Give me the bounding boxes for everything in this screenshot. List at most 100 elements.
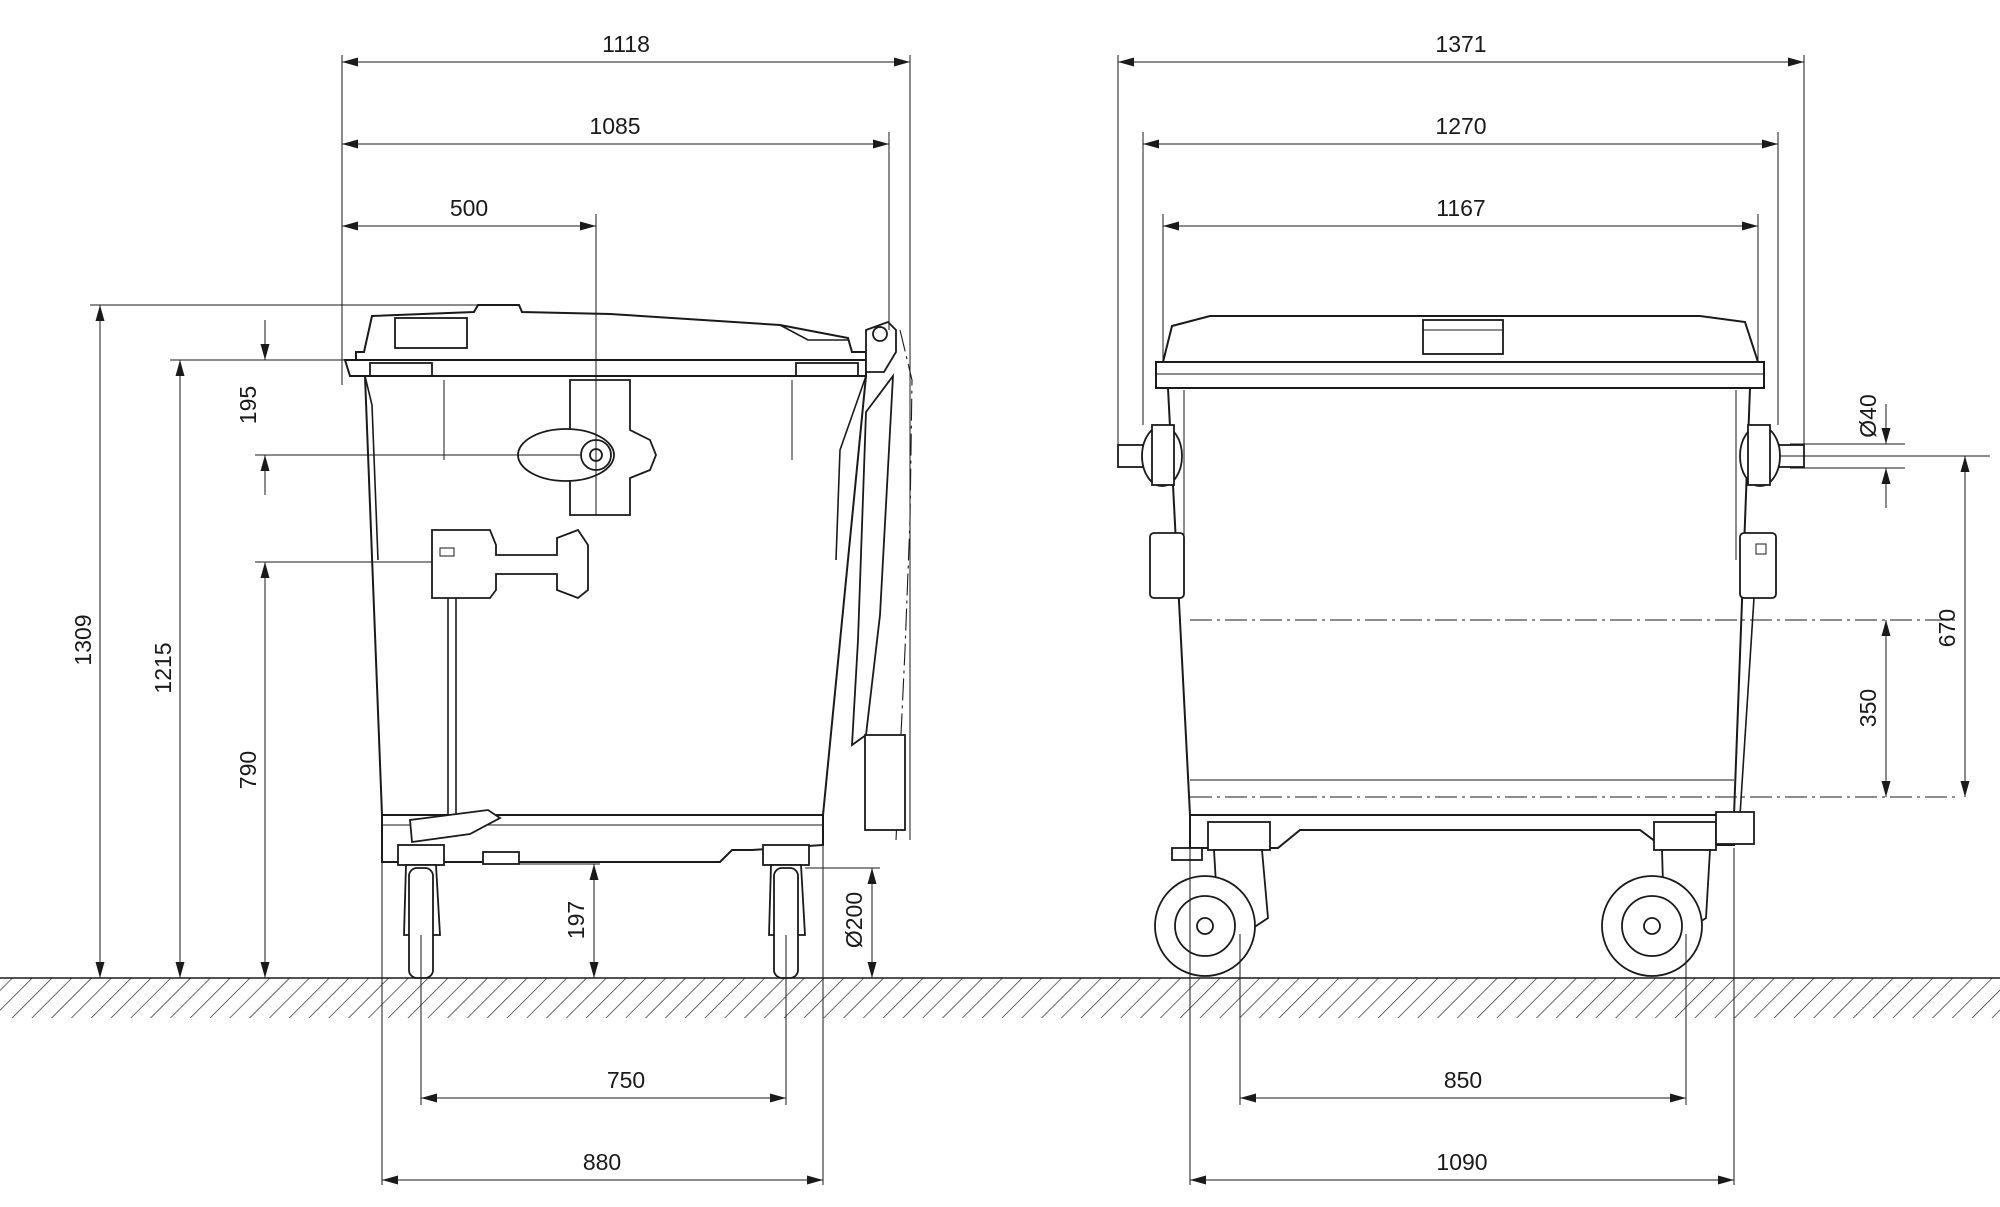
dimline-front-wheel-spacing-arrowhead — [1670, 1093, 1686, 1103]
side-caster-left-mount — [397, 844, 445, 866]
dimline-side-lid-offset-top-arrowhead — [260, 344, 270, 360]
front-handle-right-slot — [1755, 543, 1767, 555]
dimline-front-body-width-arrowhead — [1742, 221, 1758, 231]
front-caster-right-mount — [1653, 821, 1717, 851]
dim-side-wheel-spacing: 750 — [607, 1067, 645, 1093]
dimline-side-pivot-offset-arrowhead — [342, 221, 358, 231]
dimline-front-body-width-arrowhead — [1163, 221, 1179, 231]
dim-side-pivot-offset: 500 — [450, 195, 488, 221]
dim-side-handle-height: 790 — [235, 751, 261, 789]
dim-side-wheel-diameter: Ø200 — [841, 892, 867, 948]
front-brake-stop — [1171, 847, 1203, 861]
dimline-side-wheel-spacing-arrowhead — [421, 1093, 437, 1103]
front-trunnion-left-plate — [1151, 424, 1175, 486]
front-rim — [1155, 361, 1765, 389]
front-handle-right — [1739, 532, 1777, 599]
dimline-side-overall-width-arrowhead — [894, 57, 910, 67]
dim-front-trunnion-diameter: Ø40 — [1855, 394, 1881, 437]
dim-front-level-height: 350 — [1855, 689, 1881, 727]
side-rear-foot — [864, 734, 906, 831]
dimline-side-underside-clearance-arrowhead — [589, 962, 599, 978]
front-caster-right-axle — [1643, 917, 1661, 935]
dimline-side-wheel-diameter-arrowhead — [867, 962, 877, 978]
side-caster-right — [762, 844, 810, 979]
front-trunnion-right-plate — [1747, 424, 1771, 486]
dimline-front-base-width-arrowhead — [1718, 1175, 1734, 1185]
dimline-side-rim-height-arrowhead — [175, 360, 185, 376]
dimline-side-handle-height-arrowhead — [260, 562, 270, 578]
front-base — [1189, 814, 1735, 849]
dimline-side-handle-height-arrowhead — [260, 962, 270, 978]
dim-front-lid-width: 1270 — [1435, 113, 1486, 139]
side-body-right-inner — [835, 375, 867, 561]
front-body — [1166, 387, 1752, 816]
dim-front-base-width: 1090 — [1436, 1149, 1487, 1175]
dimline-front-lid-width-arrowhead — [1762, 139, 1778, 149]
dimline-side-overall-height-arrowhead — [95, 305, 105, 321]
dim-side-base-length: 880 — [583, 1149, 621, 1175]
side-caster-right-mount — [762, 844, 810, 866]
dim-side-overall-height: 1309 — [70, 614, 96, 665]
dimline-front-base-width-arrowhead — [1190, 1175, 1206, 1185]
front-brake-rod — [1739, 597, 1755, 816]
ground-hatching — [0, 978, 2000, 1018]
dimline-front-overall-width-arrowhead — [1788, 57, 1804, 67]
dimline-front-trunnion-height-arrowhead — [1960, 781, 1970, 797]
dimline-side-wheel-spacing-arrowhead — [770, 1093, 786, 1103]
dimension-lines — [90, 55, 1990, 1185]
dimensions — [95, 57, 1970, 1185]
dim-front-body-width: 1167 — [1436, 195, 1485, 221]
front-trunnion-left — [1117, 424, 1183, 487]
side-hinge-pin — [872, 326, 888, 342]
dimension-labels: 1118 1085 500 750 880 1309 1215 195 790 … — [70, 31, 1960, 1175]
dimline-side-body-width-arrowhead — [342, 139, 358, 149]
dimline-side-base-length-arrowhead — [807, 1175, 823, 1185]
side-lid-edge — [779, 324, 848, 341]
dimline-side-pivot-offset-arrowhead — [580, 221, 596, 231]
dimline-side-lid-offset-bot-arrowhead — [260, 455, 270, 471]
front-caster-right — [1601, 849, 1711, 977]
side-lid-handle — [394, 317, 468, 349]
dimline-side-base-length-arrowhead — [382, 1175, 398, 1185]
dimline-front-lid-width-arrowhead — [1143, 139, 1159, 149]
front-brake-pedal — [1715, 811, 1755, 845]
dimline-side-rim-height-arrowhead — [175, 962, 185, 978]
dim-front-overall-width: 1371 — [1435, 31, 1486, 57]
dimline-side-underside-clearance-arrowhead — [589, 864, 599, 880]
dimline-side-wheel-diameter-arrowhead — [867, 868, 877, 884]
dimline-front-level-height-arrowhead — [1881, 620, 1891, 636]
front-view — [1117, 315, 1960, 977]
dim-side-body-width: 1085 — [589, 113, 640, 139]
side-body-left-inner — [364, 375, 379, 561]
side-caster-left — [397, 844, 445, 979]
dimline-front-trunnion-diameter-bot-arrowhead — [1881, 468, 1891, 484]
dim-side-overall-width: 1118 — [602, 31, 650, 57]
side-handle-slot — [439, 547, 455, 557]
side-brake-pedal — [409, 809, 502, 844]
front-caster-left-axle — [1196, 917, 1214, 935]
front-lid-handle — [1422, 319, 1504, 355]
dimline-front-wheel-spacing-arrowhead — [1240, 1093, 1256, 1103]
front-caster-left — [1154, 849, 1269, 977]
dim-side-lid-offset: 195 — [235, 386, 261, 424]
ground — [0, 977, 2000, 1018]
dimline-side-overall-width-arrowhead — [342, 57, 358, 67]
dimline-front-level-height-arrowhead — [1881, 781, 1891, 797]
dimline-side-overall-height-arrowhead — [95, 962, 105, 978]
front-trunnion-right — [1739, 424, 1805, 487]
dimline-front-overall-width-arrowhead — [1118, 57, 1134, 67]
front-handle-left — [1149, 532, 1185, 599]
side-base-stop — [482, 851, 520, 865]
dimline-front-trunnion-height-arrowhead — [1960, 456, 1970, 472]
side-handle — [431, 528, 589, 600]
dimline-side-body-width-arrowhead — [873, 139, 889, 149]
side-view — [343, 304, 913, 979]
dimline-front-trunnion-diameter-top-arrowhead — [1881, 428, 1891, 444]
dim-front-wheel-spacing: 850 — [1444, 1067, 1482, 1093]
dim-side-underside-clearance: 197 — [563, 901, 589, 939]
front-caster-left-mount — [1207, 821, 1271, 851]
dim-front-trunnion-height: 670 — [1934, 609, 1960, 647]
dim-side-rim-height: 1215 — [150, 642, 176, 693]
